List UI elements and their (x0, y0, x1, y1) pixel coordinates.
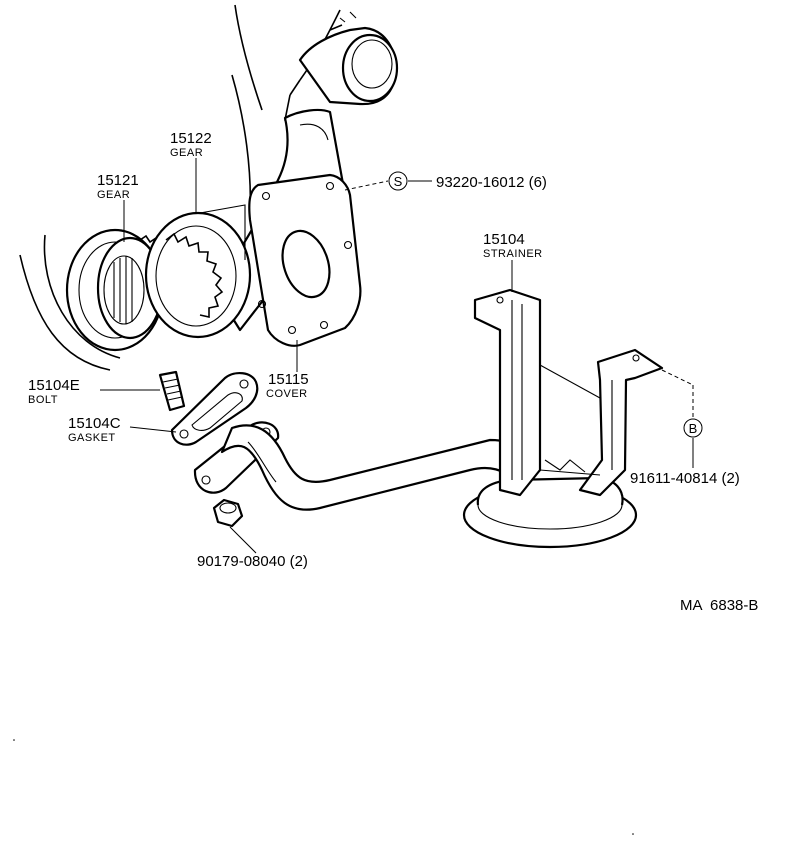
marker-b-label: B (689, 421, 698, 436)
callout-gear-15122: 15122 GEAR (170, 130, 212, 159)
outlet-plug (298, 11, 399, 106)
speck (13, 739, 15, 741)
cover-plate (248, 173, 362, 347)
callout-cover: 15115 COVER (266, 371, 309, 400)
callout-bolt: 15104E BOLT (28, 377, 80, 406)
part-name: STRAINER (483, 248, 543, 260)
part-no: 15104E (28, 377, 80, 394)
part-name: GEAR (97, 189, 130, 201)
nut-90179 (212, 498, 244, 528)
part-no: 15104 (483, 231, 525, 248)
part-name: BOLT (28, 394, 58, 406)
strainer-assembly (462, 288, 664, 549)
speck (632, 833, 634, 835)
diagram-code: MA 6838-B (680, 597, 758, 614)
part-no: 15122 (170, 130, 212, 147)
part-name: COVER (266, 388, 308, 400)
marker-s-label: S (394, 174, 403, 189)
callout-bolt-b: 91611-40814 (2) (630, 470, 740, 487)
part-no: 91611-40814 (2) (630, 470, 740, 487)
marker-b: B (683, 418, 703, 438)
part-name: GASKET (68, 432, 116, 444)
part-no: 15121 (97, 172, 139, 189)
driven-gear-15122 (144, 204, 252, 339)
part-no: 90179-08040 (2) (197, 553, 308, 570)
callout-gasket: 15104C GASKET (68, 415, 121, 444)
callout-strainer: 15104 STRAINER (483, 231, 543, 260)
part-name: GEAR (170, 147, 203, 159)
marker-s: S (388, 171, 408, 191)
callout-gear-15121: 15121 GEAR (97, 172, 139, 201)
bolt-15104E (158, 370, 186, 412)
part-no: 93220-16012 (6) (436, 174, 547, 191)
part-no: 15115 (268, 371, 309, 388)
callout-screw: 93220-16012 (6) (436, 174, 547, 191)
leader-lines (100, 158, 694, 554)
part-no: 15104C (68, 415, 121, 432)
callout-nut: 90179-08040 (2) (197, 553, 308, 570)
gasket-15104C (170, 372, 259, 446)
